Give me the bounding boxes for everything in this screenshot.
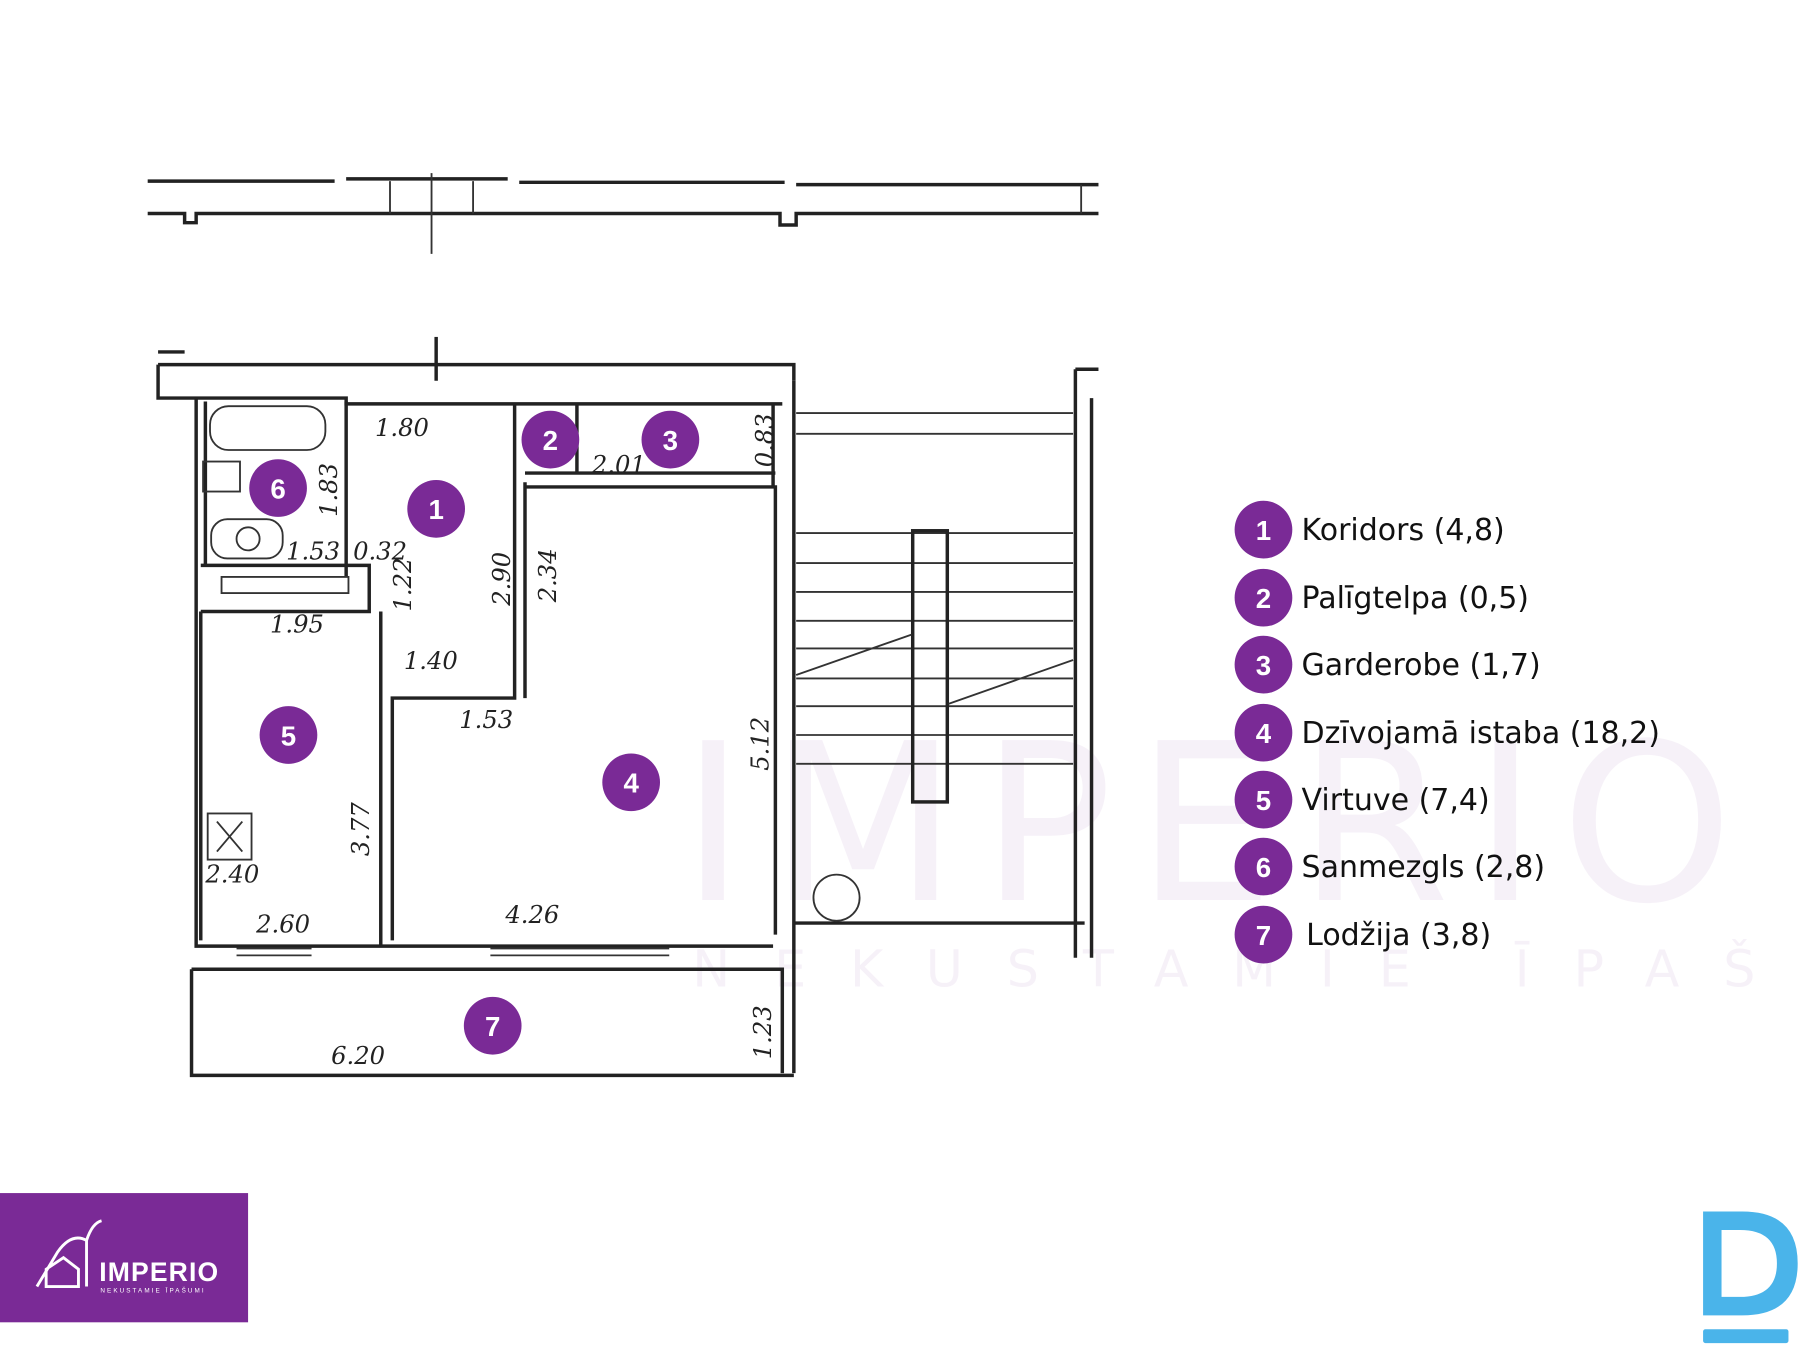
- corner-d-logo: [1703, 1211, 1798, 1344]
- svg-text:5: 5: [281, 720, 296, 751]
- svg-text:4: 4: [623, 768, 639, 799]
- svg-text:5: 5: [1256, 785, 1271, 816]
- dimension-label: 0.32: [353, 538, 407, 566]
- svg-text:6: 6: [1256, 852, 1271, 883]
- dimension-label: 0.83: [751, 413, 779, 467]
- room-badge-2: 2: [521, 410, 580, 469]
- svg-text:4: 4: [1256, 718, 1272, 749]
- dimension-label: 2.40: [204, 861, 259, 889]
- room-badge-4: 4: [602, 753, 660, 812]
- svg-text:7: 7: [485, 1011, 500, 1042]
- legend-item: Virtuve (7,4): [1302, 783, 1490, 818]
- room-badge-7: 7: [463, 996, 522, 1055]
- dimension-label: 6.20: [331, 1042, 385, 1070]
- toilet-icon: [210, 518, 284, 560]
- legend-item: Dzīvojamā istaba (18,2): [1302, 716, 1660, 751]
- svg-text:1: 1: [428, 494, 443, 525]
- room-badge-6: 6: [249, 459, 307, 517]
- dimension-label: 1.40: [404, 647, 458, 675]
- room-legend: 1 Koridors (4,8) 2 Palīgtelpa (0,5) 3 Ga…: [1234, 500, 1660, 964]
- dimension-label: 2.60: [255, 910, 310, 938]
- apartment-walls: [156, 336, 1085, 1078]
- sink-icon: [202, 460, 241, 493]
- room-badge-5: 5: [259, 706, 318, 764]
- room-badge-1: 1: [407, 480, 465, 538]
- svg-text:2: 2: [1256, 583, 1271, 614]
- svg-text:7: 7: [1256, 920, 1271, 951]
- dimension-label: 2.01: [591, 451, 646, 479]
- dimension-label: 1.83: [315, 463, 343, 517]
- dimension-label: 1.23: [749, 1005, 777, 1059]
- svg-text:IMPERIO: IMPERIO: [99, 1257, 219, 1287]
- dimension-label: 2.90: [488, 552, 516, 607]
- dimension-label: 1.53: [459, 706, 513, 734]
- dimension-label: 1.95: [270, 610, 324, 638]
- legend-item: Sanmezgls (2,8): [1302, 850, 1546, 885]
- svg-text:NEKUSTAMIE ĪPAŠUMI: NEKUSTAMIE ĪPAŠUMI: [100, 1285, 205, 1294]
- dimension-label: 1.22: [389, 558, 417, 612]
- stairwell: [795, 367, 1099, 958]
- legend-item: Koridors (4,8): [1302, 513, 1505, 548]
- upper-wall: [147, 173, 1099, 254]
- bathroom-fixtures: [202, 405, 350, 861]
- legend-item: Garderobe (1,7): [1302, 648, 1541, 683]
- room-badge-3: 3: [641, 410, 700, 469]
- svg-text:3: 3: [1256, 650, 1271, 681]
- svg-text:3: 3: [663, 425, 678, 456]
- counter-icon: [220, 576, 350, 594]
- dimension-label: 5.12: [746, 717, 774, 771]
- svg-text:2: 2: [543, 425, 558, 456]
- bathtub-icon: [209, 405, 327, 451]
- chute-icon: [812, 873, 861, 922]
- svg-text:1: 1: [1256, 515, 1271, 546]
- dimension-label: 3.77: [347, 802, 375, 857]
- svg-text:6: 6: [270, 473, 285, 504]
- legend-item: Palīgtelpa (0,5): [1302, 581, 1529, 616]
- imperio-logo: IMPERIO NEKUSTAMIE ĪPAŠUMI: [0, 1193, 249, 1323]
- legend-item: Lodžija (3,8): [1306, 918, 1491, 953]
- dimension-label: 4.26: [504, 901, 559, 929]
- stove-icon: [206, 812, 253, 861]
- dimension-label: 2.34: [534, 548, 562, 603]
- dimension-label: 1.53: [286, 538, 340, 566]
- dimension-label: 1.80: [375, 414, 429, 442]
- dimension-labels: 1.80 1.83 2.01 0.83 1.53 0.32 1.22 2.90 …: [204, 413, 779, 1069]
- elephant-house-icon: [35, 1219, 103, 1288]
